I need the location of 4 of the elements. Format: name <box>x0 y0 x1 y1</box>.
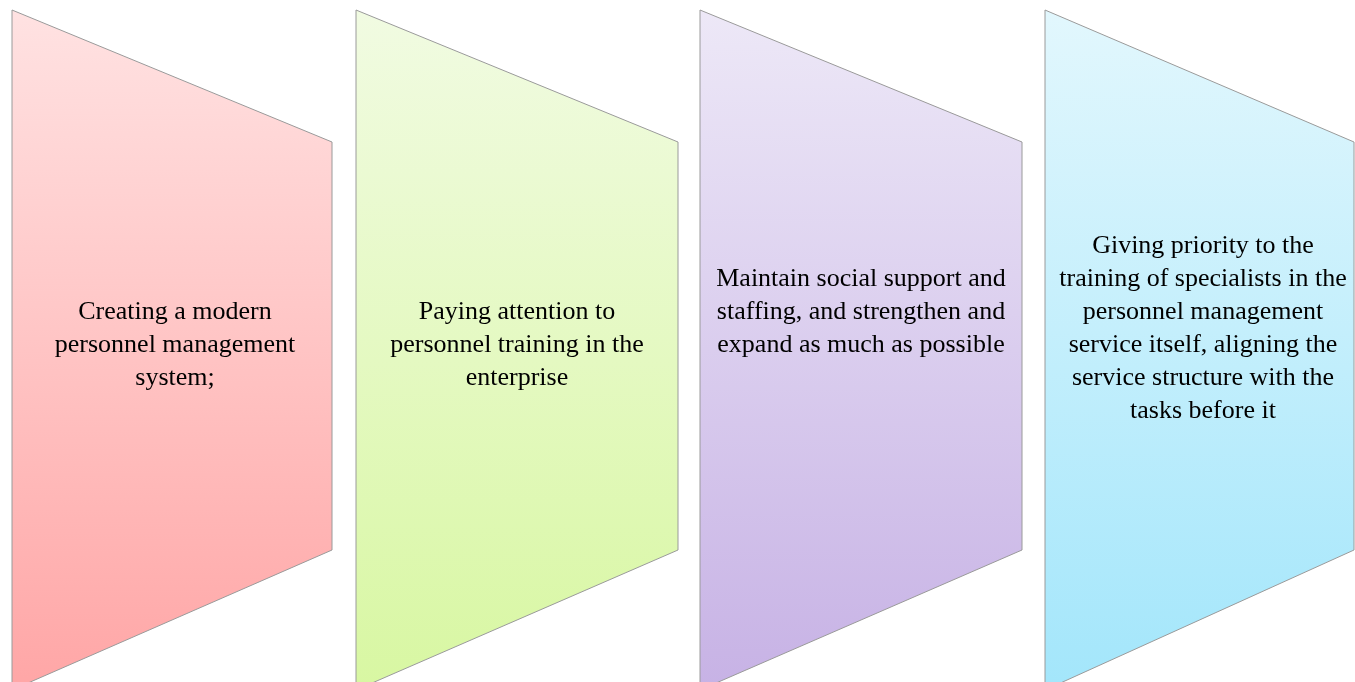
panel-text: Giving priority to the training of specialists in the personnel management service itself, aligning the service structure with the tasks before it <box>1058 229 1348 426</box>
panel-text: Paying attention to personnel training in the enterprise <box>389 295 645 393</box>
panel-text: Creating a modern personnel management system; <box>53 295 297 393</box>
panel-text: Maintain social support and staffing, and strengthen and expand as much as possible <box>716 262 1006 360</box>
